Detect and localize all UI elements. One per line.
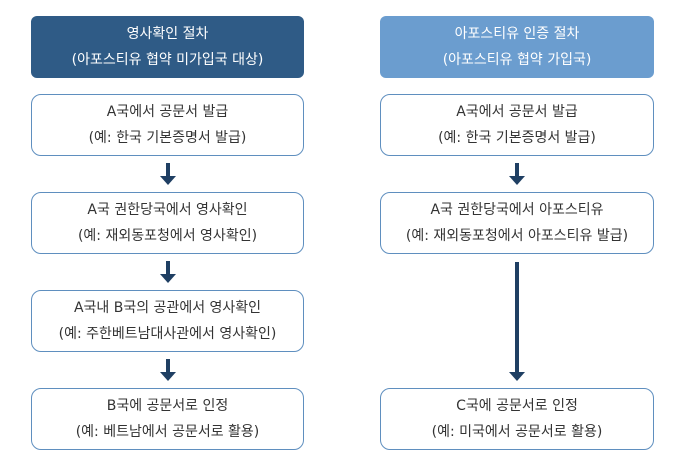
left-step-2: A국 권한당국에서 영사확인 (예: 재외동포청에서 영사확인) xyxy=(31,192,304,254)
left-step-2-example: (예: 재외동포청에서 영사확인) xyxy=(77,228,258,244)
left-header: 영사확인 절차 (아포스티유 협약 미가입국 대상) xyxy=(31,16,304,78)
left-arrow-2 xyxy=(160,261,176,283)
right-step-3-example: (예: 미국에서 공문서로 활용) xyxy=(431,424,603,440)
left-header-subtitle: (아포스티유 협약 미가입국 대상) xyxy=(71,52,264,68)
right-arrow-1 xyxy=(509,163,525,185)
left-step-4: B국에 공문서로 인정 (예: 베트남에서 공문서로 활용) xyxy=(31,388,304,450)
right-step-2-example: (예: 재외동포청에서 아포스티유 발급) xyxy=(405,228,629,244)
right-header-subtitle: (아포스티유 협약 가입국) xyxy=(442,52,592,68)
left-step-2-title: A국 권한당국에서 영사확인 xyxy=(87,202,248,218)
right-step-3: C국에 공문서로 인정 (예: 미국에서 공문서로 활용) xyxy=(380,388,654,450)
right-header: 아포스티유 인증 절차 (아포스티유 협약 가입국) xyxy=(380,16,654,78)
left-step-4-title: B국에 공문서로 인정 xyxy=(106,398,229,414)
right-step-1-example: (예: 한국 기본증명서 발급) xyxy=(438,130,596,146)
left-header-title: 영사확인 절차 xyxy=(126,26,209,42)
right-header-title: 아포스티유 인증 절차 xyxy=(454,26,580,42)
left-step-1-title: A국에서 공문서 발급 xyxy=(106,104,229,120)
right-step-1: A국에서 공문서 발급 (예: 한국 기본증명서 발급) xyxy=(380,94,654,156)
right-step-2: A국 권한당국에서 아포스티유 (예: 재외동포청에서 아포스티유 발급) xyxy=(380,192,654,254)
right-step-2-title: A국 권한당국에서 아포스티유 xyxy=(430,202,604,218)
left-arrow-3 xyxy=(160,359,176,381)
right-step-1-title: A국에서 공문서 발급 xyxy=(456,104,578,120)
left-step-1-example: (예: 한국 기본증명서 발급) xyxy=(88,130,247,146)
left-arrow-1 xyxy=(160,163,176,185)
right-arrow-long xyxy=(509,262,525,381)
left-step-3-example: (예: 주한베트남대사관에서 영사확인) xyxy=(58,326,277,342)
left-step-1: A국에서 공문서 발급 (예: 한국 기본증명서 발급) xyxy=(31,94,304,156)
left-step-3-title: A국내 B국의 공관에서 영사확인 xyxy=(73,300,262,316)
right-step-3-title: C국에 공문서로 인정 xyxy=(456,398,578,414)
left-step-4-example: (예: 베트남에서 공문서로 활용) xyxy=(75,424,260,440)
left-step-3: A국내 B국의 공관에서 영사확인 (예: 주한베트남대사관에서 영사확인) xyxy=(31,290,304,352)
